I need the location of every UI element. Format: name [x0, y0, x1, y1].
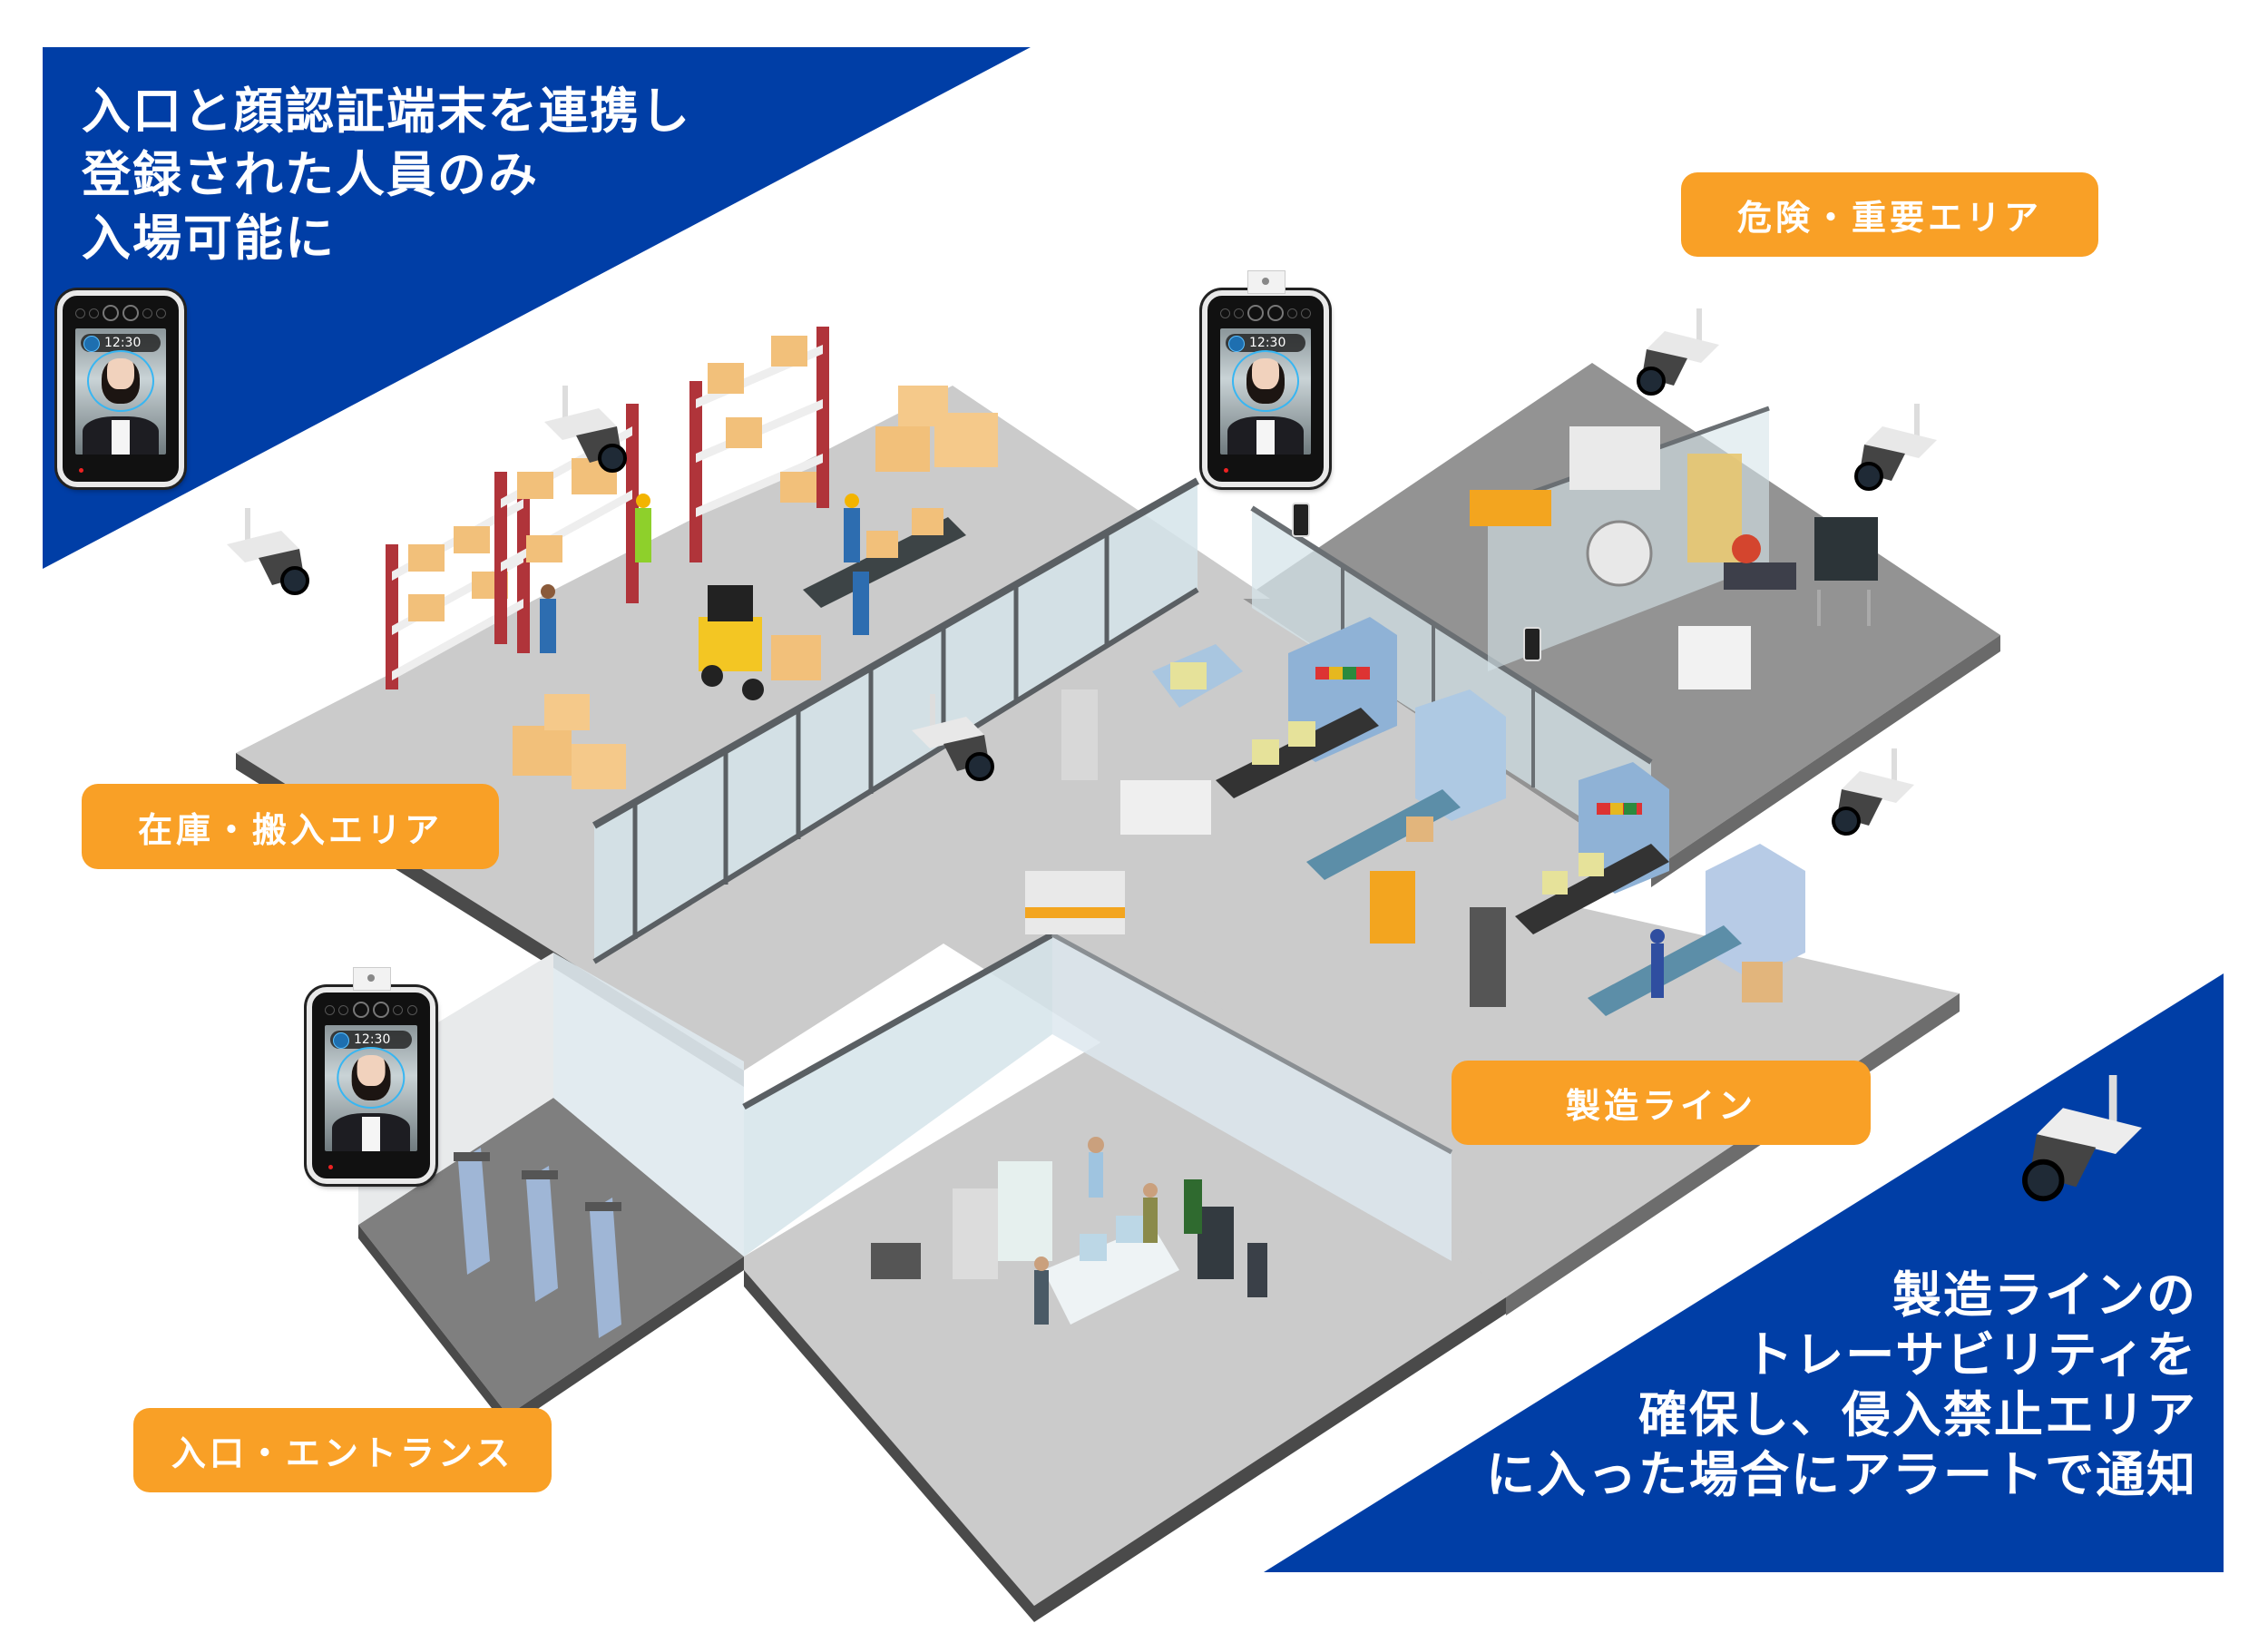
camera-icon [2022, 1075, 2142, 1202]
status-led-icon [328, 1165, 333, 1169]
face-scan-ring [1232, 350, 1299, 413]
zone-label-storage-area: 在庫・搬入エリア [82, 784, 499, 869]
office-furniture [871, 1137, 1267, 1325]
danger-equipment [1470, 426, 1878, 689]
mount-bracket-icon [353, 967, 391, 991]
person-body-icon [83, 416, 159, 455]
glass-wall-office [742, 931, 1453, 1261]
bottom-right-banner-shape [1264, 973, 2224, 1572]
person-face-icon [102, 358, 140, 405]
zone-label-danger-area: 危険・重要エリア [1681, 172, 2098, 257]
headline-line: トレーサビリティを [1744, 1326, 2197, 1384]
camera-icon [912, 694, 994, 781]
storage-racks [386, 327, 998, 789]
camera-sensors [323, 1002, 419, 1018]
workers [540, 494, 869, 653]
wall-terminals [1292, 503, 1541, 661]
camera-sensors [73, 305, 168, 321]
status-led-icon [1224, 468, 1228, 473]
camera-sensors [1218, 305, 1313, 321]
face-recognition-terminal: 12:30 [307, 967, 435, 1184]
terminal-clock: 12:30 [330, 1031, 412, 1049]
terminal-screen: 12:30 [1220, 328, 1311, 455]
production-equipment [1025, 617, 1805, 1016]
terminal-clock: 12:30 [81, 334, 161, 352]
person-face-icon [1246, 358, 1285, 405]
camera-icon [227, 508, 309, 595]
terminal-screen: 12:30 [325, 1025, 417, 1151]
headline-line: 入場可能に [82, 210, 336, 267]
status-led-icon [79, 468, 83, 473]
zone-label-production-line: 製造ライン [1452, 1061, 1871, 1145]
camera-icon [544, 386, 627, 473]
face-recognition-terminal: 12:30 [1202, 270, 1329, 487]
headline-line: 入口と顔認証端末を連携し [82, 83, 691, 140]
headline-line: 登録された人員のみ [82, 146, 539, 203]
cctv-cameras [227, 308, 2142, 1202]
top-left-headline: 入口と顔認証端末を連携し 登録された人員のみ 入場可能に [82, 80, 691, 270]
camera-icon [1637, 308, 1719, 396]
headline-line: に入った場合にアラートで通知 [1486, 1446, 2197, 1503]
face-scan-ring [87, 350, 154, 413]
terminal-screen: 12:30 [75, 328, 166, 455]
headline-line: 製造ラインの [1892, 1266, 2197, 1324]
person-body-icon [1227, 416, 1304, 455]
mount-bracket-icon [1247, 270, 1286, 294]
box-pile [513, 386, 998, 789]
person-face-icon [351, 1055, 391, 1101]
entrance-gates [454, 1148, 621, 1338]
person-body-icon [332, 1113, 410, 1151]
face-scan-ring [337, 1047, 406, 1110]
terminal-clock: 12:30 [1226, 334, 1305, 352]
face-recognition-terminal: 12:30 [57, 290, 184, 487]
camera-icon [1854, 404, 1937, 491]
bottom-right-headline: 製造ラインの トレーサビリティを 確保し、侵入禁止エリア に入った場合にアラート… [1486, 1266, 2197, 1505]
forklift [699, 585, 821, 700]
headline-line: 確保し、侵入禁止エリア [1638, 1386, 2197, 1443]
conveyor [803, 508, 966, 608]
glass-wall-storage [592, 477, 1199, 964]
camera-icon [1832, 748, 1914, 836]
top-left-banner-shape [43, 47, 1031, 569]
zone-label-entrance: 入口・エントランス [133, 1408, 552, 1492]
